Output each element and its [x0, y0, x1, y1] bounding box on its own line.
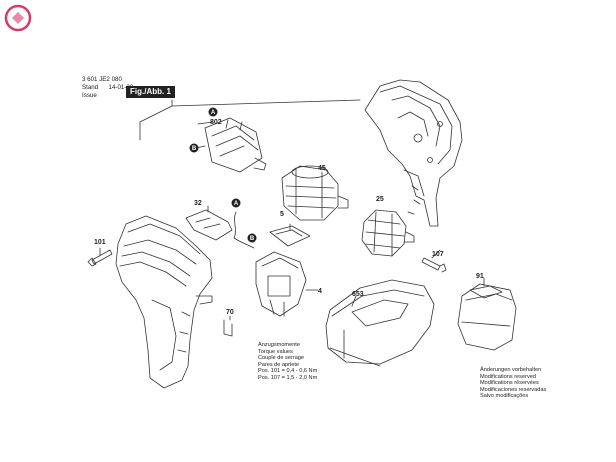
marker-b-lower: B	[247, 233, 257, 243]
figure-label: Fig./Abb. 1	[126, 86, 175, 98]
plate-5	[269, 225, 311, 247]
stand-label: Stand	[82, 84, 99, 91]
watermark-logo-icon	[4, 4, 32, 32]
mod-line-1: Änderungen vorbehalten	[480, 367, 542, 373]
torque-line-6: Pos. 107 = 1,5 - 2,0 Nm	[258, 374, 318, 381]
issue-date: 14-01-20	[108, 84, 134, 91]
torque-notes: Anzugsmomente Torque values Couple de se…	[258, 342, 317, 382]
svg-text:B: B	[250, 236, 255, 242]
label-part-32: 32	[194, 200, 202, 207]
marker-a-lower: A	[231, 198, 241, 208]
leader-107	[431, 249, 441, 259]
torque-line-1: Anzugsmomente	[258, 342, 300, 348]
label-part-802: 802	[210, 119, 222, 126]
gearbox-45	[281, 165, 349, 221]
chuck-25	[361, 209, 415, 257]
housing-shell-right	[364, 79, 463, 227]
stand-row: Stand 14-01-20	[82, 84, 133, 92]
torque-line-3: Couple de serrage	[258, 355, 305, 362]
svg-text:A: A	[234, 201, 239, 207]
switch-cover-32	[185, 209, 233, 241]
svg-text:B: B	[192, 146, 197, 152]
torque-line-5: Pos. 101 = 0,4 - 0,6 Nm	[258, 368, 318, 375]
motor-802	[195, 117, 267, 173]
leader-653	[351, 295, 357, 307]
charger-653	[325, 279, 435, 367]
label-part-45: 45	[318, 165, 326, 172]
label-part-70: 70	[226, 309, 234, 316]
marker-a-top: A	[208, 107, 218, 117]
label-part-5: 5	[280, 211, 284, 218]
battery-91	[457, 283, 517, 351]
leader-line-1	[139, 99, 173, 141]
label-part-101: 101	[94, 239, 106, 246]
marker-b-top: B	[189, 143, 199, 153]
svg-text:A: A	[211, 110, 216, 116]
label-part-4: 4	[318, 288, 322, 295]
screw-107	[421, 257, 447, 273]
part-number: 3 601 JE2 080	[82, 76, 122, 83]
housing-shell-left	[115, 215, 213, 389]
mod-line-3: Modifications réservées	[480, 380, 539, 387]
label-part-653: 653	[352, 291, 364, 298]
document-header: 3 601 JE2 080 Stand 14-01-20 Issue	[82, 76, 133, 100]
mod-line-4: Modificaciones reservadas	[480, 386, 547, 393]
label-part-1: 1	[170, 93, 174, 100]
label-part-91: 91	[476, 273, 484, 280]
label-part-107: 107	[432, 251, 444, 258]
issue-label: Issue	[82, 92, 97, 99]
spring-clip-70	[223, 319, 233, 337]
label-part-25: 25	[376, 196, 384, 203]
screw-101	[87, 249, 113, 267]
leader-line-1b	[171, 99, 361, 107]
modification-notes: Änderungen vorbehalten Modifications res…	[480, 367, 546, 400]
torque-line-2: Torque values	[258, 348, 293, 355]
mod-line-5: Salvo modificações	[480, 393, 529, 400]
torque-line-4: Pares de apriete	[258, 361, 300, 368]
mod-line-2: Modifications reserved	[480, 373, 536, 380]
cable-wire	[233, 211, 255, 249]
switch-4	[255, 251, 307, 317]
